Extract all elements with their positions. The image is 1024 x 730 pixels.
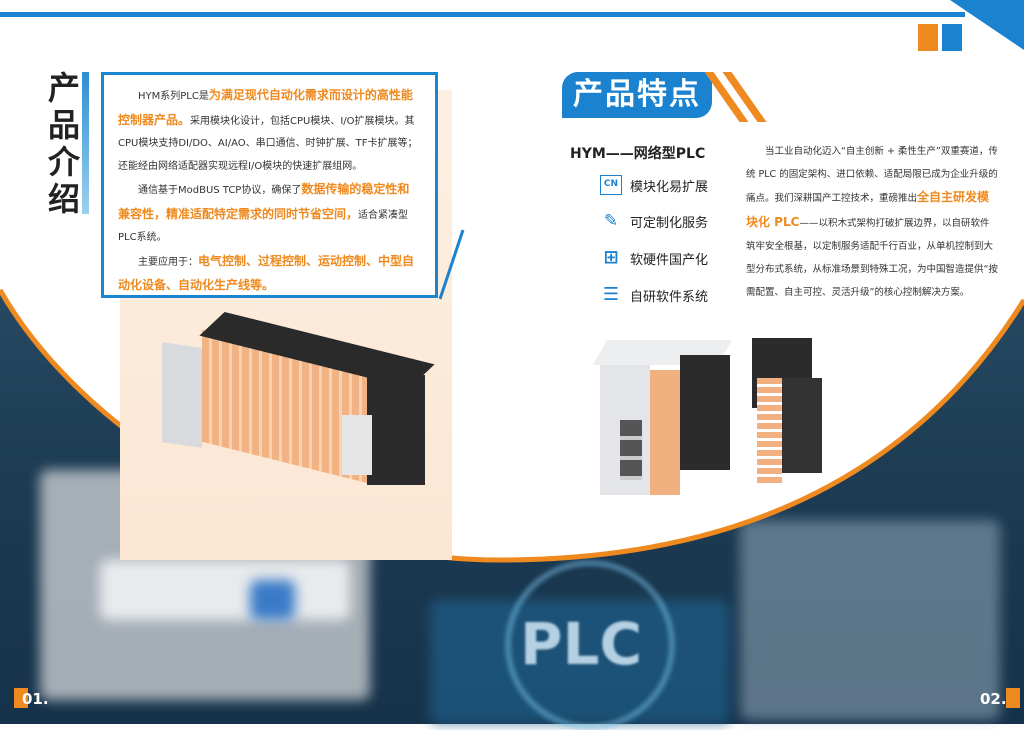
plc-product-image-right-io [752,338,827,483]
page-number-marker [1006,688,1020,708]
intro-paragraph-2: 通信基于ModBUS TCP协议，确保了数据传输的稳定性和兼容性，精准适配特定需… [118,182,410,243]
page-number-marker [14,688,28,708]
feature-label: 模块化易扩展 [630,179,709,195]
product-subtitle: HYM——网络型PLC [570,146,706,162]
section-title-features: 产品特点 [562,72,712,118]
feature-label: 可定制化服务 [630,215,709,231]
feature-item: ✎ 可定制化服务 [600,211,708,231]
feature-item: CN 模块化易扩展 [600,175,708,195]
page-number-right: 02. [980,690,1007,708]
feature-item: ☰ 自研软件系统 [600,285,708,305]
plc-product-image-left [162,311,435,485]
intro-paragraph-1: HYM系列PLC是为满足现代自动化需求而设计的高性能控制器产品。采用模块化设计，… [118,88,418,172]
feature-label: 自研软件系统 [630,289,709,305]
feature-item: ⊞ 软硬件国产化 [600,248,708,268]
cn-chip-icon: CN [600,175,622,195]
plc-product-image-right-cpu [592,340,735,500]
blue-square [942,24,962,51]
diagonal-accent-line [439,229,465,300]
pen-icon: ✎ [603,211,619,231]
intro-text-box: HYM系列PLC是为满足现代自动化需求而设计的高性能控制器产品。采用模块化设计，… [101,72,438,298]
title-accent-bar [82,72,89,214]
page-number-left: 01. [22,690,49,708]
features-description: 当工业自动化迈入“自主创新 + 柔性生产”双重赛道，传统 PLC 的固定架构、进… [746,146,998,299]
grid-icon: ⊞ [603,247,619,268]
top-rule [0,12,965,17]
intro-paragraph-3: 主要应用于：电气控制、过程控制、运动控制、中型自动化设备、自动化生产线等。 [118,253,415,293]
corner-triangle [950,0,1024,50]
feature-label: 软硬件国产化 [630,252,709,268]
section-title-intro: 产品介绍 [47,69,80,218]
system-icon: ☰ [602,284,620,305]
plc-background-label: PLC [520,610,643,678]
orange-square [918,24,938,51]
